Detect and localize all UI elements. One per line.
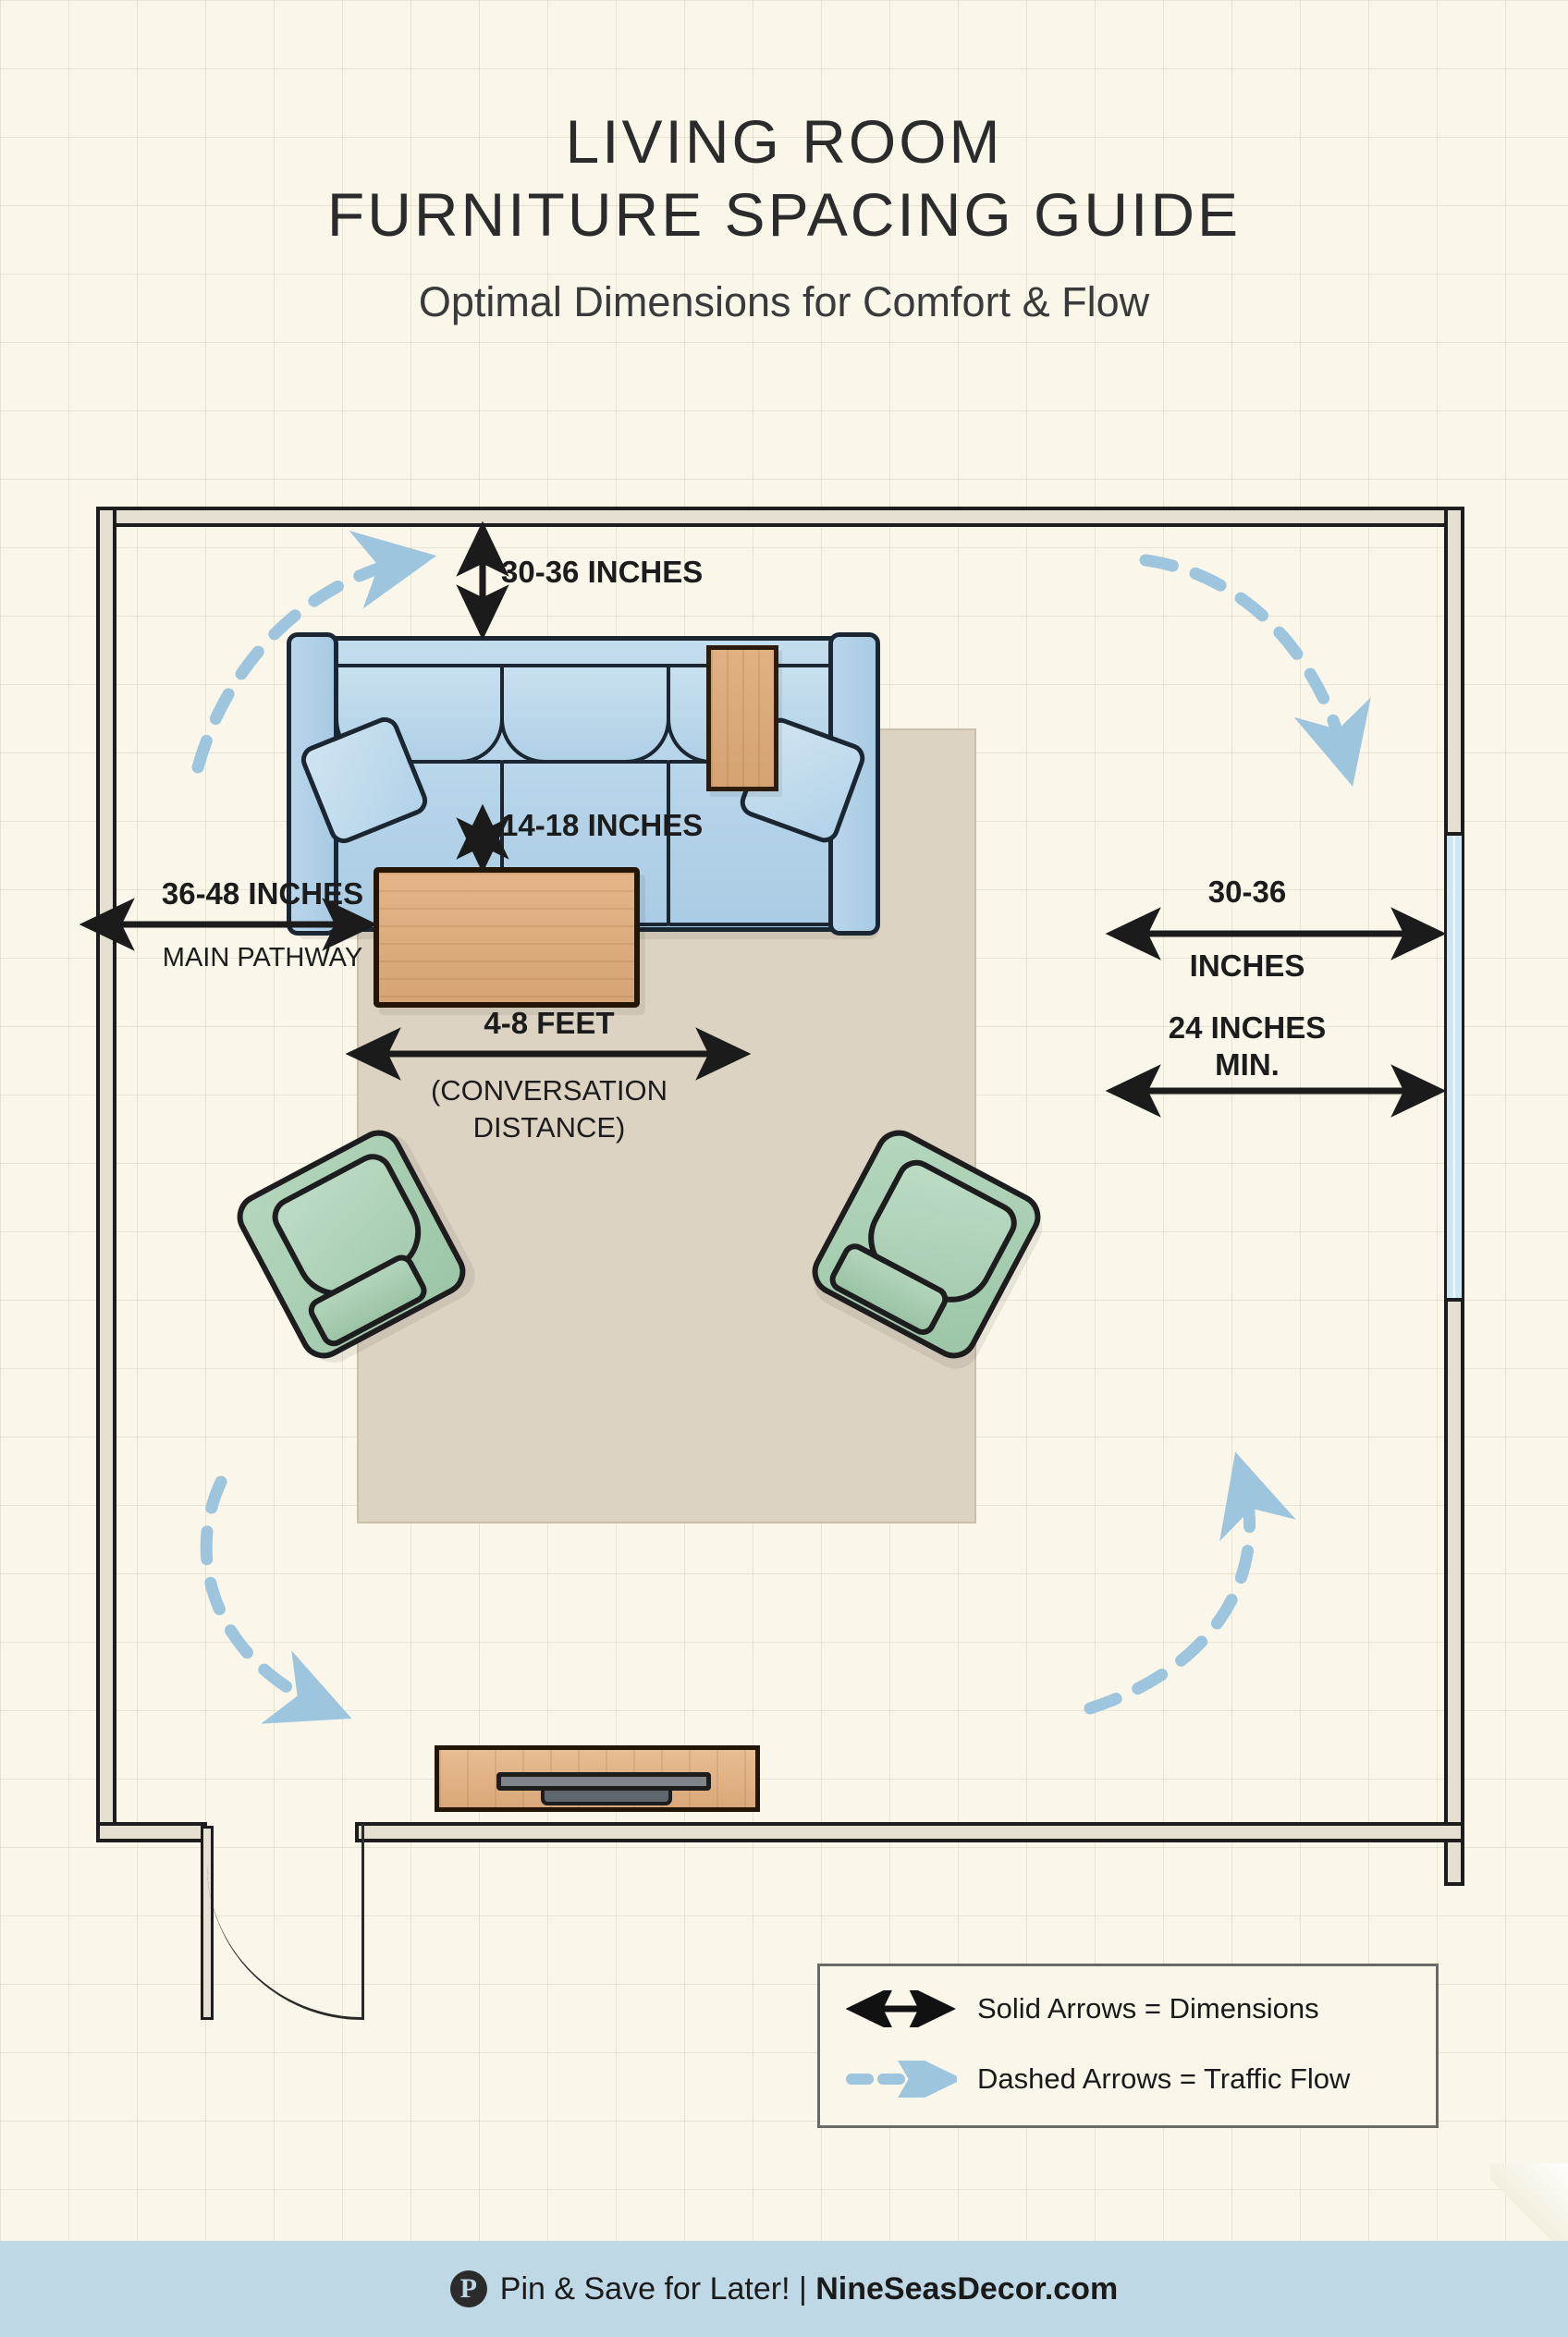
traffic-flow-bottom-right [1084,1451,1296,1715]
dashed-arrow-icon [846,2061,957,2098]
side-table [706,645,778,791]
label-walkway-min-line-2: MIN. [1215,1047,1280,1082]
wall-top [96,507,1464,527]
sofa-back-cushion [500,664,670,764]
header: LIVING ROOM FURNITURE SPACING GUIDE Opti… [0,0,1568,326]
label-right-clearance-line-2: INCHES [1189,948,1305,983]
footer-content: P Pin & Save for Later! | NineSeasDecor.… [449,2270,1118,2307]
footer-cta: Pin & Save for Later! | [499,2270,816,2306]
tv-console [435,1745,760,1812]
label-wall-to-sofa: 30-36 INCHES [501,555,704,589]
label-conversation-distance: 4-8 FEET [484,1006,615,1040]
legend-box: Solid Arrows = Dimensions Dashed Arrows … [817,1964,1439,2128]
label-conversation-sub-line-1: (CONVERSATION [430,1074,668,1107]
label-right-clearance-line-1: 30-36 [1207,875,1287,909]
door-swing-arc [207,1824,364,2020]
label-conversation-sub-line-2: DISTANCE) [472,1111,626,1144]
legend-label-solid: Solid Arrows = Dimensions [977,1992,1319,2025]
wall-bottom-right [355,1822,1464,1842]
label-main-pathway-sub: MAIN PATHWAY [162,943,363,973]
legend-label-dashed: Dashed Arrows = Traffic Flow [977,2062,1351,2095]
page-subtitle: Optimal Dimensions for Comfort & Flow [418,277,1150,325]
page-title-line-2: FURNITURE SPACING GUIDE [326,180,1242,250]
solid-arrow-icon [846,1990,957,2027]
footer-site: NineSeasDecor.com [815,2270,1119,2306]
footer-bar: P Pin & Save for Later! | NineSeasDecor.… [0,2241,1568,2337]
legend-row-dashed: Dashed Arrows = Traffic Flow [846,2061,1350,2098]
pinterest-icon: P [449,2270,487,2307]
page-title-line-1: LIVING ROOM [565,107,1003,176]
wall-left [96,507,116,1842]
window [1444,832,1464,1302]
coffee-table [374,867,640,1008]
wall-bottom-left [96,1822,207,1842]
floor-plan: 30-36 INCHES 14-18 INCHES 36-48 INCHES M… [79,507,1464,2020]
label-walkway-min-line-1: 24 INCHES [1168,1010,1327,1045]
footer-text: Pin & Save for Later! | NineSeasDecor.co… [500,2271,1118,2307]
tv-stand [541,1787,672,1805]
label-main-pathway: 36-48 INCHES [161,876,364,911]
page-corner-fold [1490,2163,1568,2241]
legend-row-solid: Solid Arrows = Dimensions [846,1990,1319,2027]
traffic-flow-top-right [1139,554,1371,787]
traffic-flow-bottom-left [200,1475,352,1724]
label-sofa-to-coffee-table: 14-18 INCHES [501,808,704,842]
